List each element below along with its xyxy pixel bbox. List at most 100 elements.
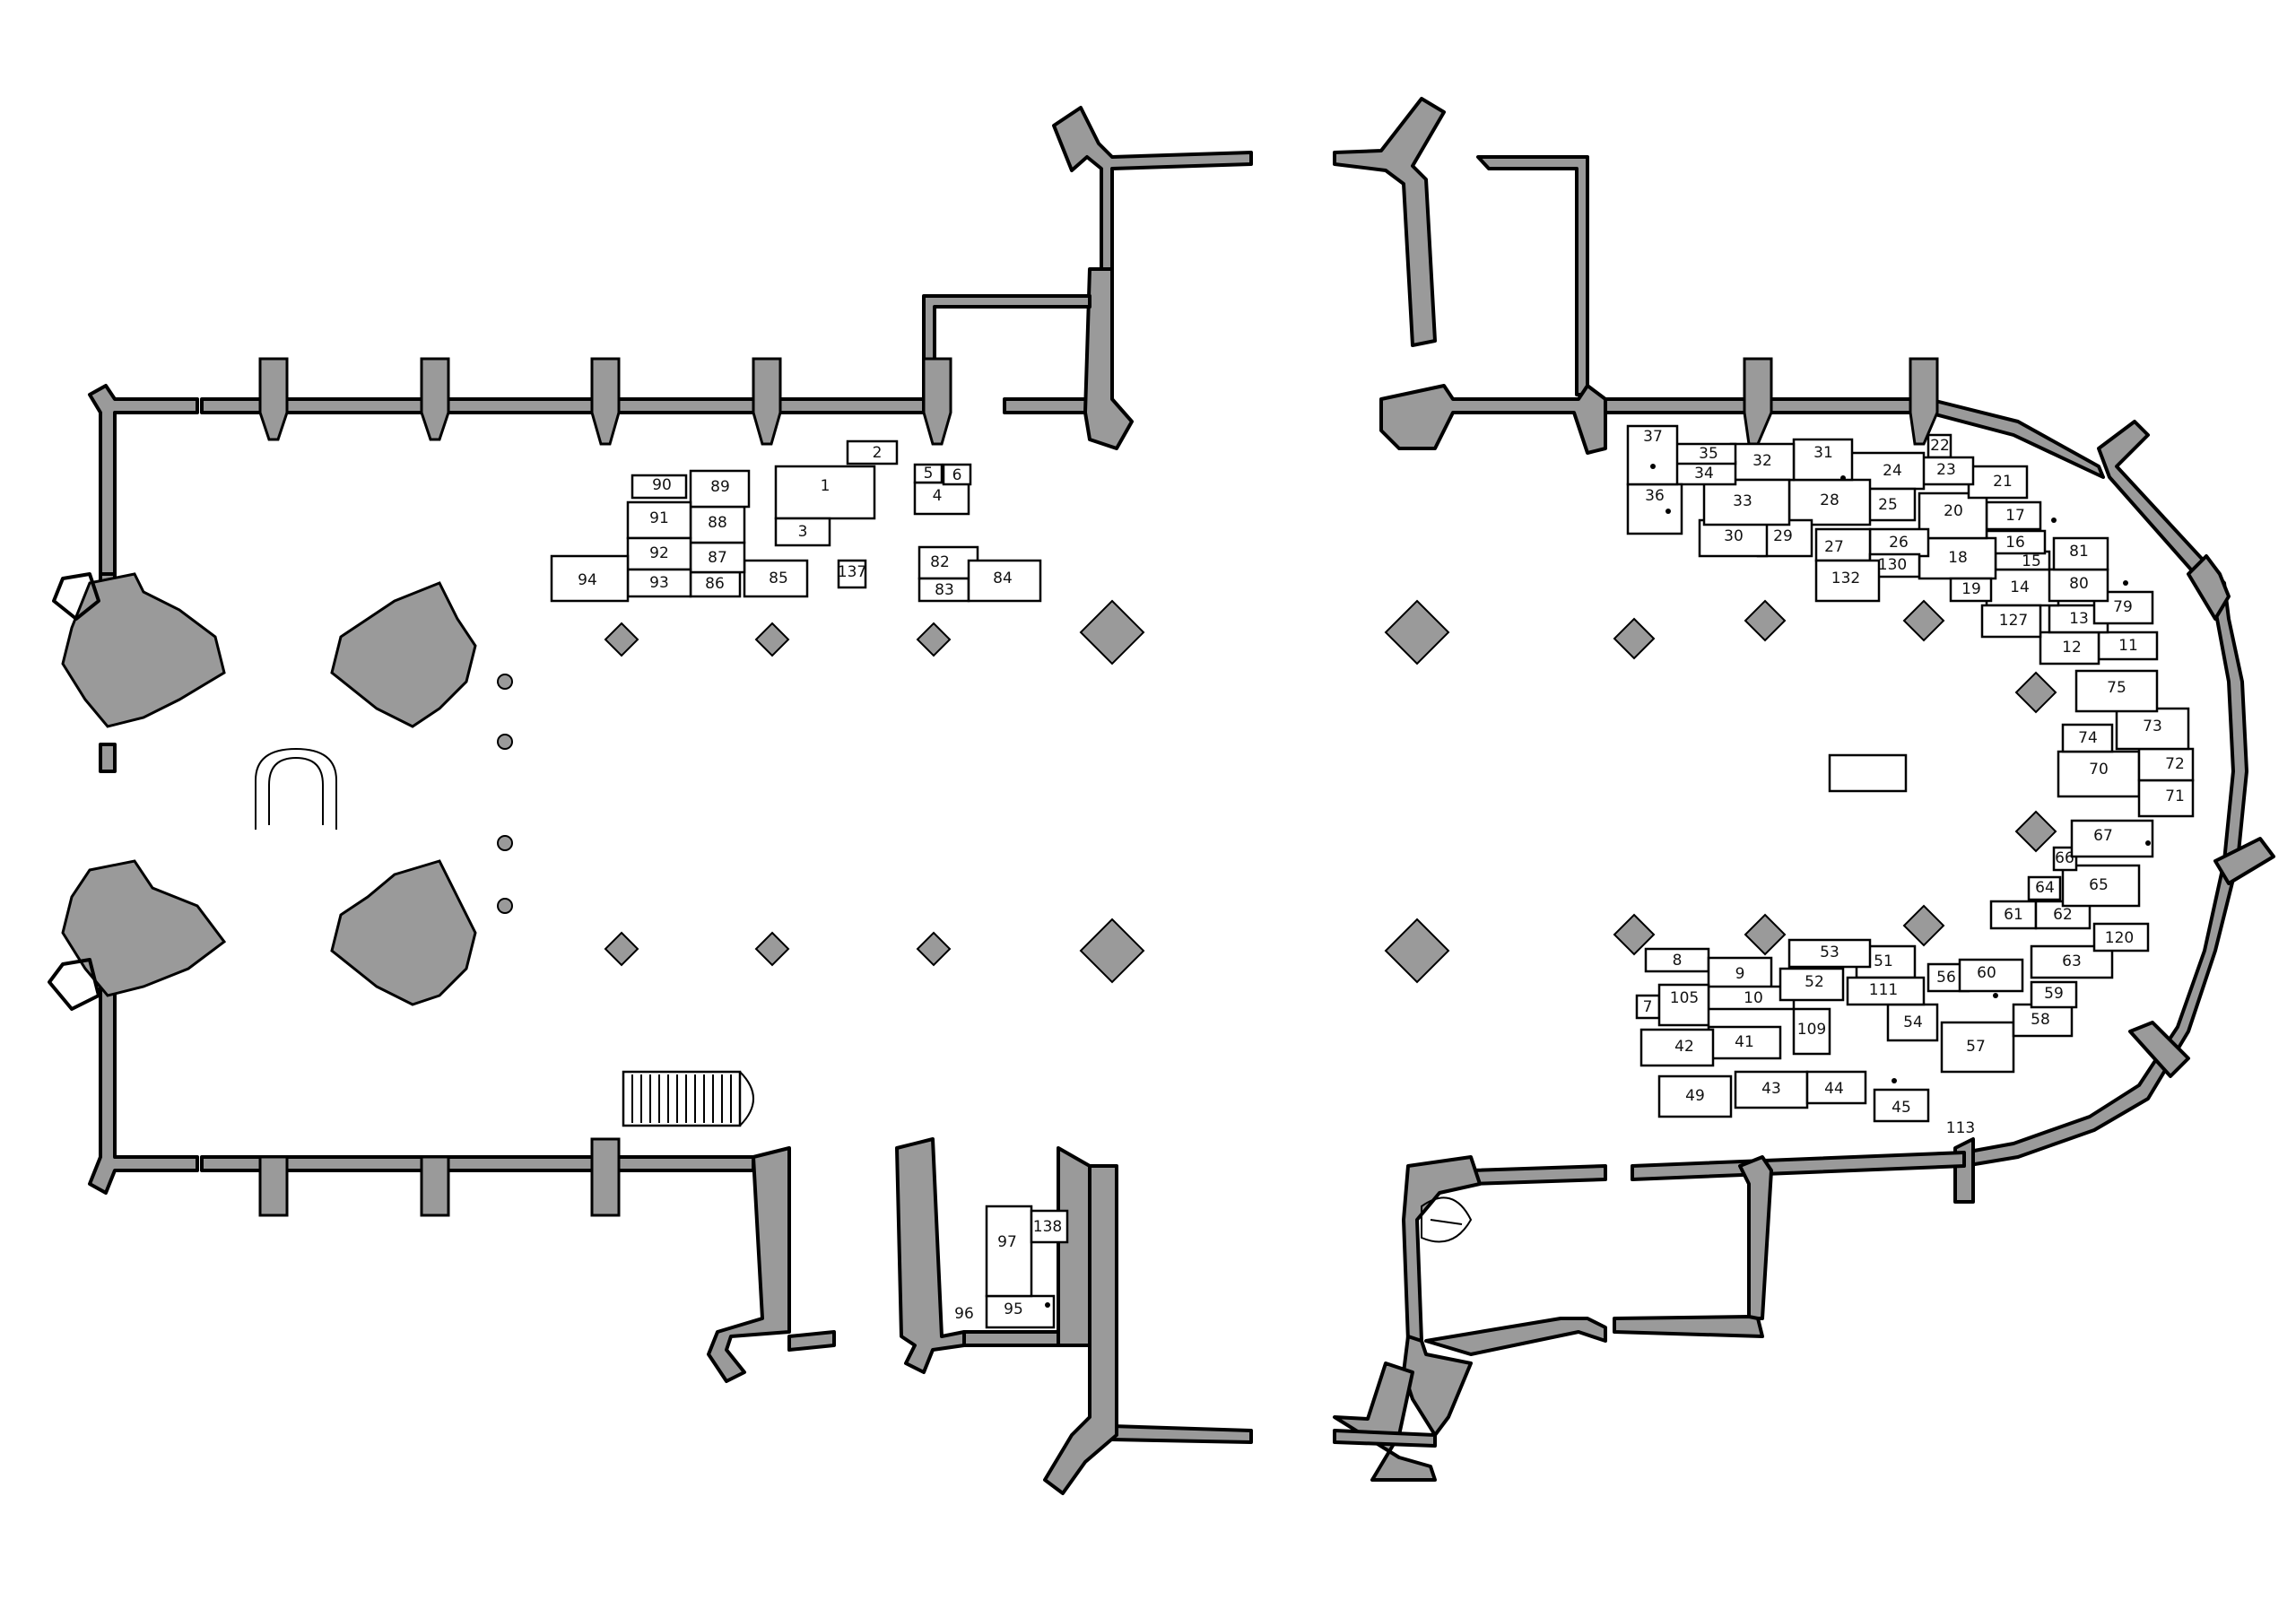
tomb-80: 80 (2069, 575, 2089, 593)
tomb-63: 63 (2062, 953, 2082, 970)
tomb-62: 62 (2053, 906, 2073, 924)
tomb-13: 13 (2069, 610, 2089, 628)
tomb-92: 92 (649, 544, 669, 562)
tomb-111: 111 (1869, 981, 1898, 999)
tomb-83: 83 (935, 581, 954, 599)
tomb-24: 24 (1883, 462, 1902, 480)
tomb-109: 109 (1797, 1021, 1826, 1039)
tomb-45: 45 (1892, 1099, 1911, 1117)
tomb-53: 53 (1820, 944, 1839, 961)
tomb-8: 8 (1673, 952, 1683, 970)
tomb-130: 130 (1878, 556, 1907, 574)
tomb-85: 85 (769, 570, 788, 587)
tomb-79: 79 (2113, 598, 2133, 616)
tomb-73: 73 (2143, 718, 2162, 735)
tomb-23: 23 (1936, 461, 1956, 479)
tomb-17: 17 (2005, 507, 2025, 525)
tomb-60: 60 (1977, 964, 1996, 982)
tomb-14: 14 (2010, 578, 2030, 596)
tomb-51: 51 (1874, 953, 1893, 970)
tomb-30: 30 (1724, 527, 1744, 545)
tomb-26: 26 (1889, 534, 1909, 552)
tomb-19: 19 (1961, 580, 1981, 598)
tomb-84: 84 (993, 570, 1013, 587)
tomb-10: 10 (1744, 989, 1763, 1007)
tomb-1: 1 (821, 477, 831, 495)
tomb-5: 5 (924, 465, 934, 483)
tomb-105: 105 (1670, 989, 1699, 1007)
tomb-7: 7 (1643, 998, 1653, 1016)
tomb-57: 57 (1966, 1038, 1986, 1056)
staircase (622, 1070, 754, 1127)
tomb-82: 82 (930, 553, 950, 571)
tombs: 1 2 3 4 5 6 7 8 9 10 11 12 13 14 15 16 1… (550, 424, 2195, 1329)
tomb-72: 72 (2165, 755, 2185, 773)
tomb-90: 90 (652, 476, 672, 494)
tomb-22: 22 (1930, 437, 1950, 455)
tomb-132: 132 (1831, 570, 1860, 587)
tomb-29: 29 (1773, 527, 1793, 545)
tomb-89: 89 (710, 478, 730, 496)
tomb-42: 42 (1674, 1038, 1694, 1056)
tomb-95: 95 (1004, 1300, 1023, 1318)
tomb-127: 127 (1999, 612, 2028, 630)
tomb-137: 137 (838, 563, 866, 581)
tomb-34: 34 (1694, 465, 1714, 483)
buttresses (258, 357, 1939, 1217)
tomb-58: 58 (2031, 1011, 2050, 1029)
tomb-65: 65 (2089, 876, 2109, 894)
fixtures (255, 747, 1908, 1243)
tomb-91: 91 (649, 509, 669, 527)
tomb-16: 16 (2005, 534, 2025, 552)
tomb-94: 94 (578, 571, 597, 589)
tomb-31: 31 (1813, 444, 1833, 462)
tomb-54: 54 (1903, 1013, 1923, 1031)
tomb-66: 66 (2055, 849, 2074, 867)
tomb-12: 12 (2062, 639, 2082, 657)
tomb-35: 35 (1699, 445, 1718, 463)
tomb-4: 4 (933, 487, 943, 505)
nave-piers (497, 599, 2057, 984)
tomb-20: 20 (1944, 502, 1963, 520)
tomb-88: 88 (708, 514, 727, 532)
tomb-32: 32 (1752, 452, 1772, 470)
tomb-25: 25 (1878, 496, 1898, 514)
tomb-81: 81 (2069, 543, 2089, 561)
tomb-96: 96 (954, 1305, 974, 1323)
westwork-piers (48, 572, 477, 1011)
tomb-3: 3 (798, 523, 808, 541)
tomb-6: 6 (952, 466, 962, 484)
tomb-59: 59 (2044, 985, 2064, 1003)
tomb-49: 49 (1685, 1087, 1705, 1105)
walls (88, 97, 2275, 1495)
tomb-41: 41 (1735, 1033, 1754, 1051)
tomb-44: 44 (1824, 1080, 1844, 1098)
tomb-43: 43 (1761, 1080, 1781, 1098)
tomb-138: 138 (1033, 1218, 1062, 1236)
tomb-2: 2 (873, 444, 883, 462)
tomb-61: 61 (2004, 906, 2023, 924)
tomb-64: 64 (2035, 879, 2055, 897)
tomb-28: 28 (1820, 491, 1839, 509)
tomb-9: 9 (1735, 965, 1745, 983)
tomb-71: 71 (2165, 787, 2185, 805)
tomb-120: 120 (2105, 929, 2134, 947)
tomb-97: 97 (997, 1233, 1017, 1251)
tomb-113: 113 (1946, 1119, 1975, 1137)
tomb-52: 52 (1805, 973, 1824, 991)
tomb-15: 15 (2022, 552, 2041, 570)
tomb-27: 27 (1824, 538, 1844, 556)
tomb-11: 11 (2118, 637, 2138, 655)
tomb-18: 18 (1948, 549, 1968, 567)
tomb-75: 75 (2107, 679, 2126, 697)
tomb-87: 87 (708, 549, 727, 567)
tomb-37: 37 (1643, 428, 1663, 446)
tomb-56: 56 (1936, 969, 1956, 987)
tomb-67: 67 (2093, 827, 2113, 845)
tomb-21: 21 (1993, 473, 2013, 491)
tomb-33: 33 (1733, 492, 1752, 510)
tomb-74: 74 (2078, 729, 2098, 747)
tomb-93: 93 (649, 574, 669, 592)
tomb-36: 36 (1645, 487, 1665, 505)
